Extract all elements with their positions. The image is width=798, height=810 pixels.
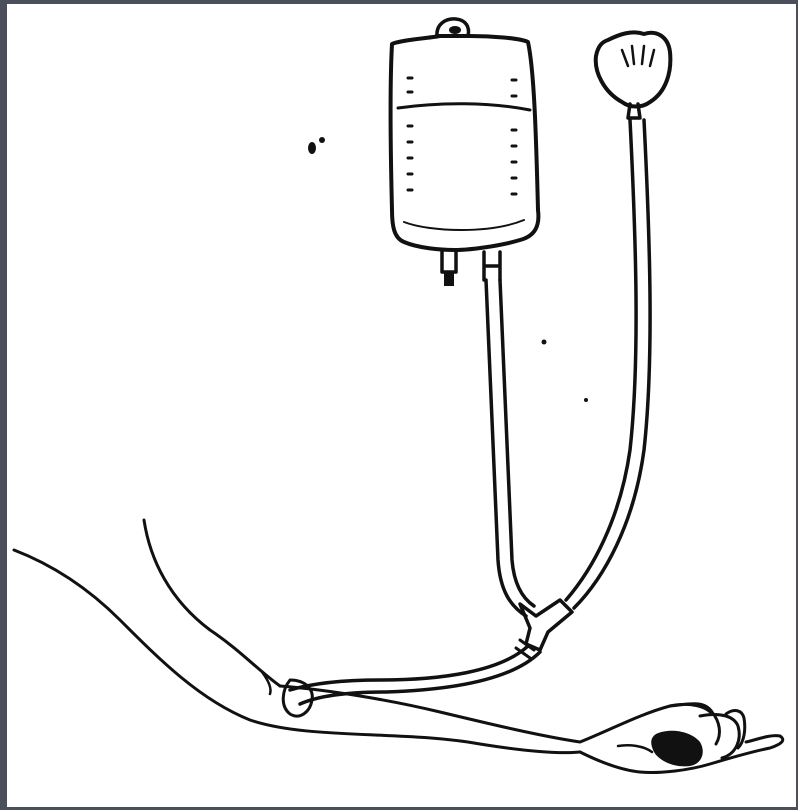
iv-bag-inner-seam <box>404 220 524 230</box>
iv-bag-port-left <box>442 252 456 272</box>
iv-bag-port-right <box>484 252 500 280</box>
scan-specks <box>308 137 588 402</box>
iv-tubing <box>290 120 650 704</box>
hand-palm-shading <box>651 731 703 767</box>
iv-bag <box>391 19 539 286</box>
iv-bag-graduations-left <box>408 78 412 190</box>
hand-crease <box>618 745 652 752</box>
tube-to-arm-outer <box>290 646 528 690</box>
iv-site-tape <box>283 680 312 716</box>
iv-bag-fluid-level <box>398 104 530 110</box>
y-connector <box>520 600 572 650</box>
bulb-outline <box>596 32 671 106</box>
iv-bag-graduations-right <box>512 80 516 194</box>
iv-bag-hanger-hole <box>449 26 461 34</box>
tube-from-bag-inner <box>500 280 534 606</box>
patient-arm <box>14 520 783 773</box>
tube-from-bulb-inner <box>574 120 650 608</box>
bulb-reservoir <box>596 32 671 118</box>
bulb-ribs <box>622 46 654 66</box>
iv-bag-port-left-cap <box>444 272 454 286</box>
arm-lower-contour <box>14 550 580 753</box>
